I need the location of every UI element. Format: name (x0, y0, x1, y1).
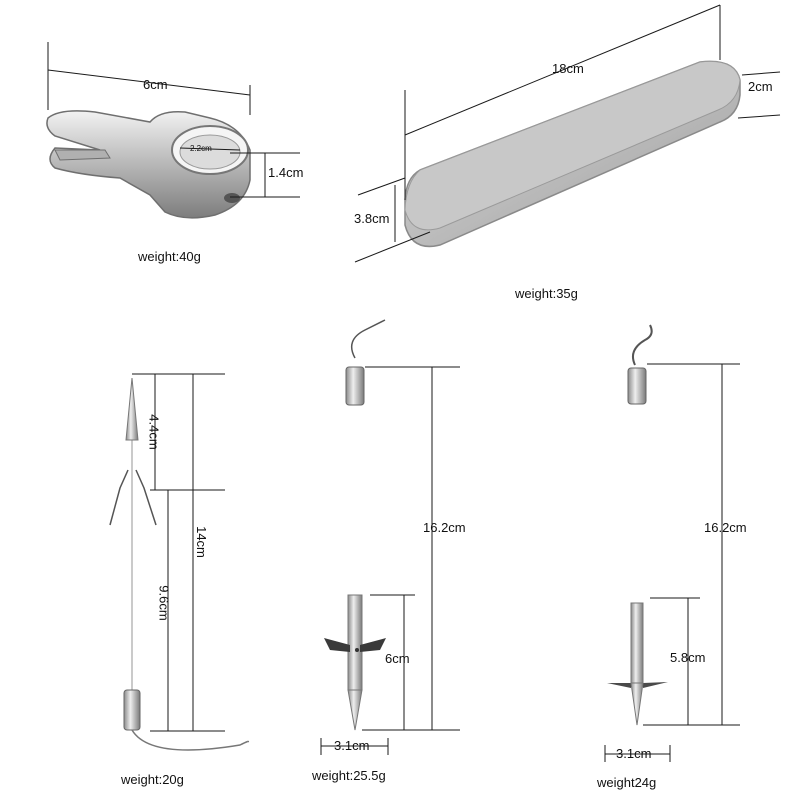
barbed-arrow-dimension-lines (320, 366, 460, 755)
ring-weight-label: weight:40g (138, 249, 201, 264)
trident-shaft-label: 9.6cm (156, 585, 172, 621)
tin-depth-label: 2cm (748, 79, 773, 94)
barbed-span-label: 3.1cm (334, 738, 370, 753)
winged-barb-label: 5.8cm (670, 650, 706, 665)
tin-weight-label: weight:35g (515, 286, 578, 301)
barbed-weight-label: weight:25.5g (312, 768, 386, 783)
barbed-total-label: 16.2cm (423, 520, 466, 535)
trident-arrow-image (109, 377, 250, 751)
ring-holder-image (46, 110, 251, 219)
trident-tip-label: 4.4cm (146, 414, 162, 450)
winged-total-label: 16.2cm (704, 520, 747, 535)
tin-case-image (404, 60, 741, 248)
tin-length-label: 18cm (552, 61, 584, 76)
winged-arrow-image (607, 324, 668, 726)
trident-total-label: 14cm (193, 526, 209, 558)
ring-inner-label: 2.2cm (190, 144, 212, 153)
ring-holder-dimension-lines (47, 42, 300, 198)
barbed-barb-label: 6cm (385, 651, 410, 666)
tin-width-label: 3.8cm (354, 211, 390, 226)
winged-span-label: 3.1cm (616, 746, 652, 761)
winged-weight-label: weight24g (597, 775, 657, 790)
trident-arrow-dimension-lines (132, 373, 225, 732)
barbed-arrow-image (324, 319, 386, 731)
winged-arrow-dimension-lines (604, 363, 740, 762)
ring-height-label: 1.4cm (268, 165, 304, 180)
trident-weight-label: weight:20g (121, 772, 184, 787)
tin-case-dimension-lines (354, 4, 781, 263)
ring-width-label: 6cm (143, 77, 168, 92)
